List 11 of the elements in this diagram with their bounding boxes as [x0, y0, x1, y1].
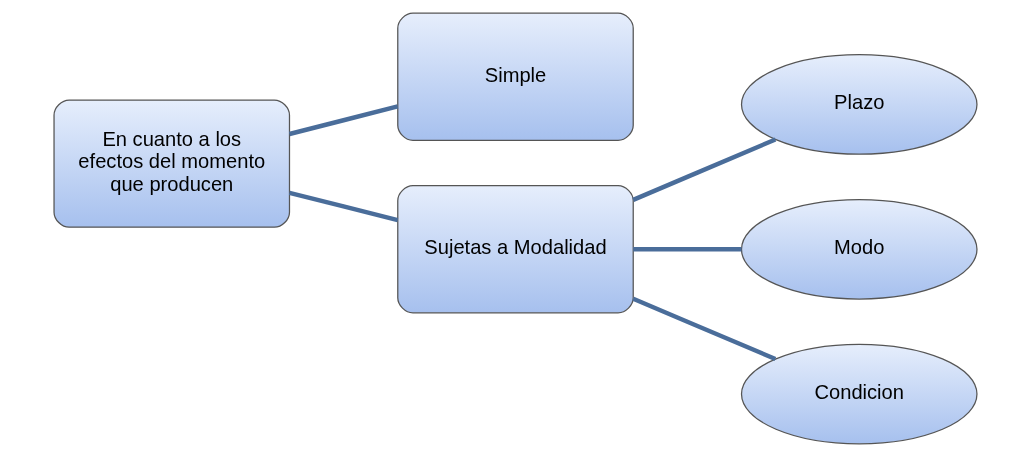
connector [632, 247, 741, 252]
node-ellipse: Modo [740, 198, 978, 300]
node-ellipse: Plazo [740, 54, 978, 155]
connector [288, 104, 398, 137]
node-box: En cuanto a los efectos del momento que producen [52, 99, 290, 228]
connector [288, 190, 398, 223]
node-box: Sujetas a Modalidad [396, 185, 634, 314]
node-box: Simple [396, 12, 634, 141]
connector [631, 296, 776, 362]
node-ellipse: Condicion [740, 343, 978, 445]
connector [631, 137, 776, 202]
